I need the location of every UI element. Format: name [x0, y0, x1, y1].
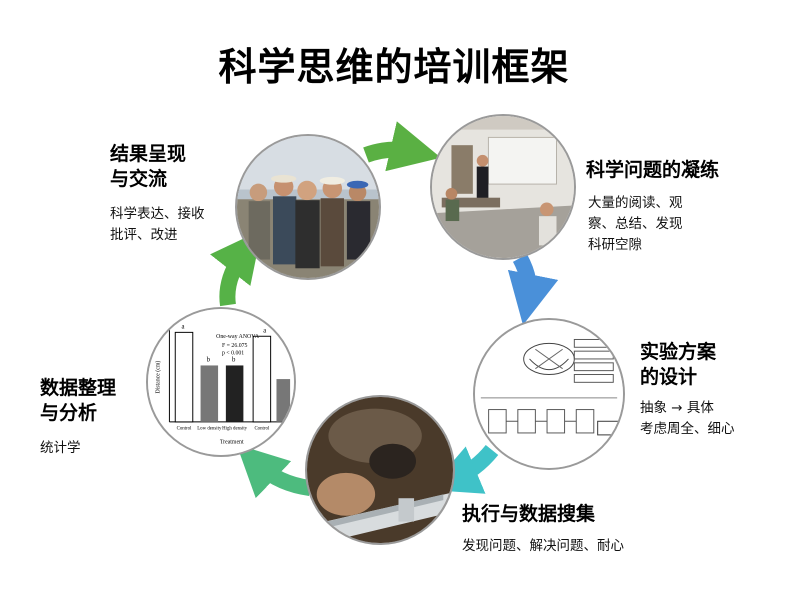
analysis-cat-2: Low density [197, 427, 222, 432]
analysis-cat-3: High density [222, 427, 248, 432]
presentation-desc-line-2: 批评、改进 [110, 227, 178, 243]
arrow-questions-to-design [507, 254, 559, 326]
design-heading: 实验方案 的设计 [640, 340, 716, 390]
analysis-stat-2: F = 26.075 [222, 343, 248, 349]
analysis-letter-4: a [263, 327, 266, 334]
analysis-letter-2: b [207, 357, 211, 364]
presentation-desc-line-1: 科学表达、接收 [110, 206, 205, 222]
analysis-heading-line-1: 数据整理 [40, 377, 117, 399]
questions-desc: 大量的阅读、观 察、总结、发现 科研空隙 [588, 193, 683, 256]
execution-desc: 发现问题、解决问题、耐心 [462, 538, 624, 554]
design-desc: 抽象 → 具体 考虑周全、细心 [640, 398, 735, 440]
analysis-heading-line-2: 与分析 [40, 402, 98, 424]
analysis-photo: a b b a One-way ANOVA F = 26.075 p < 0.0… [146, 307, 296, 457]
presentation-photo [235, 134, 381, 280]
analysis-desc: 统计学 [40, 440, 81, 456]
questions-photo [430, 114, 576, 260]
analysis-bar-low [200, 365, 219, 422]
design-desc-line-1: 抽象 → 具体 [640, 400, 714, 416]
arrow-analysis-to-presentation [210, 229, 262, 307]
questions-desc-line-3: 科研空隙 [588, 237, 642, 253]
analysis-ylabel: Distance (cm) [155, 361, 162, 394]
arrow-execution-to-analysis [236, 444, 312, 499]
questions-heading: 科学问题的凝练 [586, 159, 720, 181]
analysis-bar-control [174, 331, 194, 423]
questions-desc-line-1: 大量的阅读、观 [588, 195, 683, 211]
analysis-stat-1: One-way ANOVA [216, 334, 260, 340]
design-heading-line-2: 的设计 [640, 366, 698, 388]
presentation-heading: 结果呈现 与交流 [110, 142, 186, 192]
design-photo [473, 318, 625, 470]
analysis-xlabel: Treatment [220, 439, 244, 445]
design-desc-line-2: 考虑周全、细心 [640, 421, 735, 437]
arrow-presentation-to-questions [363, 121, 441, 172]
design-heading-line-1: 实验方案 [640, 341, 717, 363]
analysis-cat-4: Control [254, 427, 269, 432]
analysis-stat-3: p < 0.001 [222, 351, 244, 357]
analysis-bar-high [225, 365, 244, 422]
analysis-cat-1: Control [177, 427, 192, 432]
questions-desc-line-2: 察、总结、发现 [588, 216, 683, 232]
analysis-letter-1: a [182, 323, 185, 330]
presentation-heading-line-2: 与交流 [110, 168, 168, 190]
analysis-letter-3: b [232, 357, 236, 364]
execution-photo [305, 395, 455, 545]
arrow-design-to-execution [428, 444, 499, 494]
page-title: 科学思维的培训框架 [218, 45, 570, 89]
analysis-bar-control2 [252, 335, 272, 423]
presentation-heading-line-1: 结果呈现 [110, 143, 187, 165]
analysis-heading: 数据整理 与分析 [40, 376, 116, 426]
presentation-desc: 科学表达、接收 批评、改进 [110, 204, 205, 246]
execution-heading: 执行与数据搜集 [462, 503, 596, 525]
